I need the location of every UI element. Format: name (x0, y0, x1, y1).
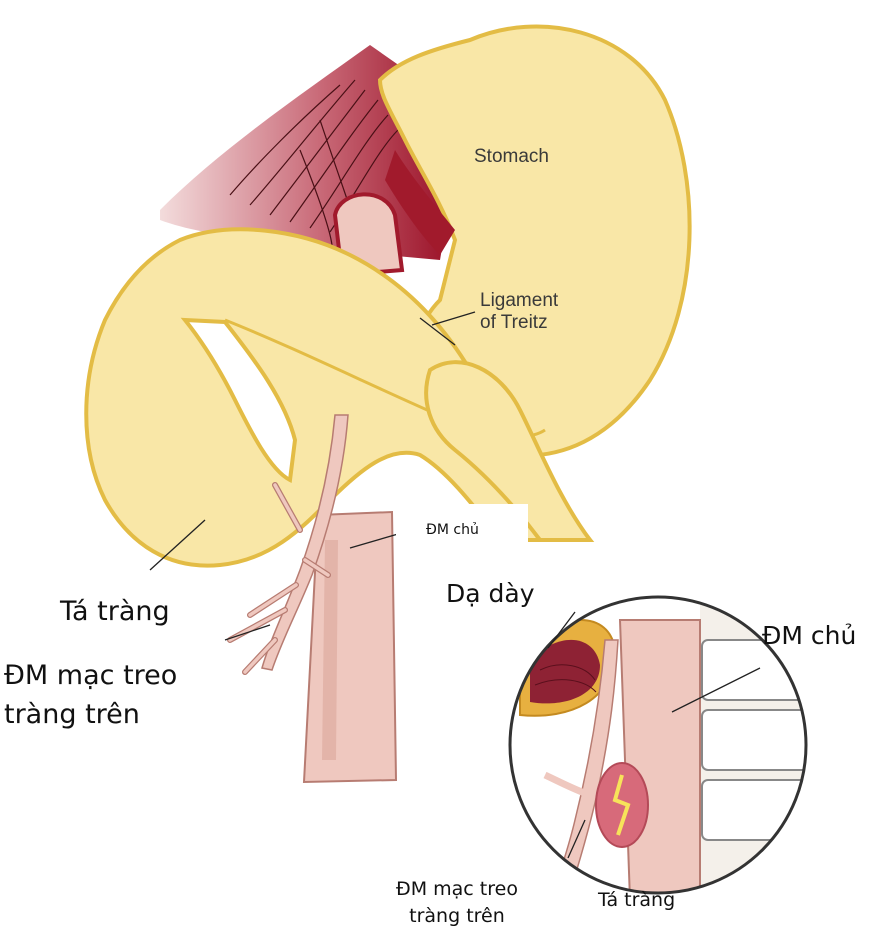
leader-lines (149, 311, 476, 641)
gastroesophageal-red (385, 150, 455, 255)
duodenum-inner-curve (180, 317, 298, 484)
superior-mesenteric-artery (261, 414, 349, 671)
ligament-of-treitz-label: Ligament of Treitz (480, 290, 559, 333)
aorta-shading (322, 540, 338, 760)
duodenum-shape (84, 227, 595, 568)
inset-leader-lines (547, 611, 761, 859)
inset-magnifier (508, 595, 808, 895)
jejunum-loop (424, 360, 594, 542)
label-backdrop (396, 504, 528, 544)
stomach-label: Stomach (474, 146, 549, 167)
mesentery-fibers (229, 79, 399, 246)
inset-stomach-label: Dạ dày (446, 579, 535, 608)
duodenum-label: Tá tràng (60, 596, 170, 627)
superior-mesenteric-artery-label: ĐM mạc treo tràng trên (4, 660, 178, 731)
inset-sma-label: ĐM mạc treo tràng trên (396, 878, 518, 927)
aorta-label: ĐM chủ (426, 522, 479, 538)
inset-aorta-label: ĐM chủ (762, 621, 857, 650)
inset-duodenum-label: Tá tràng (598, 889, 676, 911)
